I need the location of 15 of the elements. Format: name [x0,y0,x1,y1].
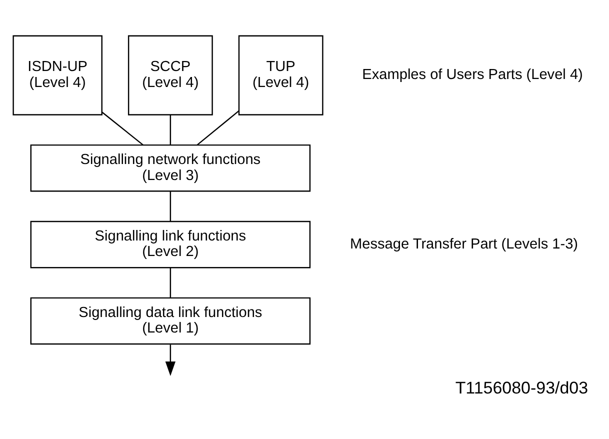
arrow [165,344,176,376]
caption: T1156080-93/d03 [455,378,588,398]
connector [170,192,172,222]
node-box: ISDN-UP (Level 4) [12,35,102,116]
label: Message Transfer Part (Levels 1-3) [350,236,578,252]
node-box: Signalling data link functions (Level 1) [30,297,311,345]
node-box: TUP (Level 4) [238,35,324,116]
node-box: Signalling network functions (Level 3) [30,144,311,192]
connector [170,268,172,298]
connector [196,110,240,146]
connector [102,112,144,146]
label: Examples of Users Parts (Level 4) [362,67,583,84]
node-box: SCCP (Level 4) [128,35,213,116]
node-box: Signalling link functions (Level 2) [30,220,311,268]
connector [170,114,172,145]
